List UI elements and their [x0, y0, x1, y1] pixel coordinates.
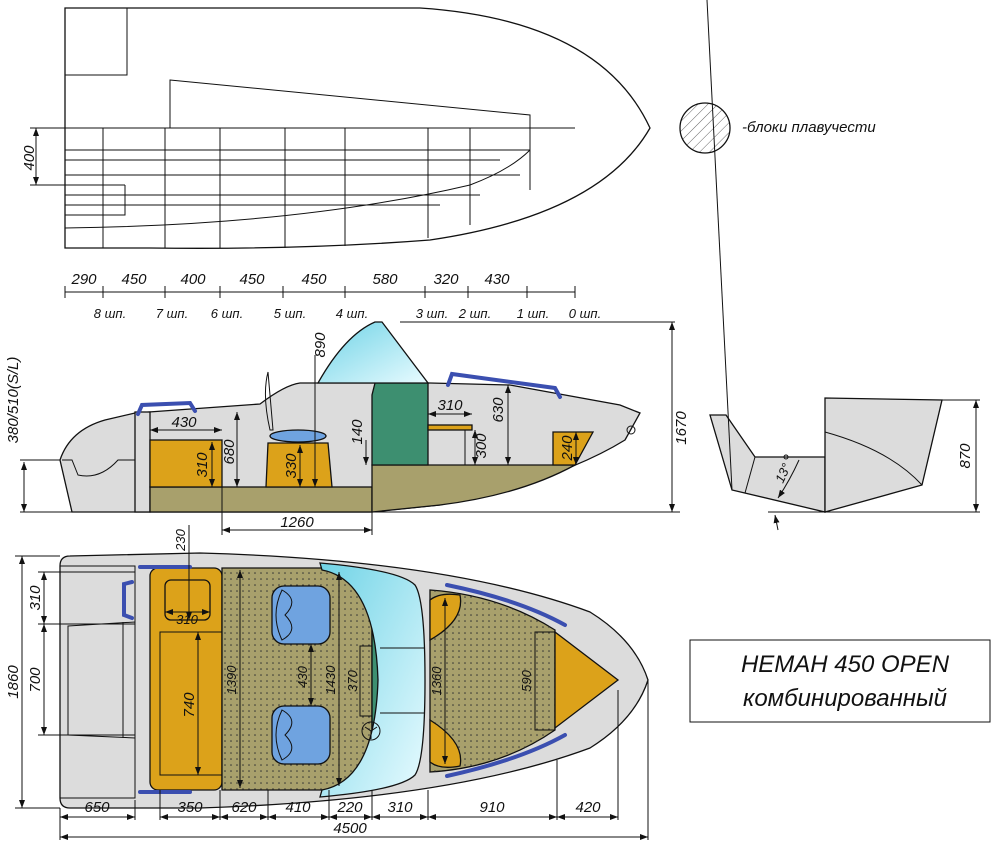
dim-table-height: 300	[473, 433, 490, 459]
spacing-label: 320	[433, 271, 459, 288]
frame-label: 5 шп.	[274, 306, 306, 321]
length-label: 220	[336, 799, 363, 816]
steering-wheel-icon	[361, 721, 381, 741]
spacing-label: 450	[301, 271, 327, 288]
seat-cushion	[269, 429, 327, 443]
frame-label: 8 шп.	[94, 306, 126, 321]
frame-grid	[30, 127, 575, 248]
hatched-circle-icon	[679, 102, 731, 154]
windshield-plan	[319, 562, 426, 798]
spacing-label: 430	[484, 271, 510, 288]
frame-label: 6 шп.	[211, 306, 243, 321]
frame-label: 2 шп.	[458, 306, 491, 321]
windshield	[316, 321, 430, 384]
plan-view: 230 310 740 1390 430 1430 370 1360 590	[5, 525, 649, 840]
frame-label: 7 шп.	[156, 306, 188, 321]
buoyancy-block-stern	[64, 7, 128, 76]
frame-label: 0 шп.	[569, 306, 601, 321]
dim-windshield-height: 890	[312, 332, 329, 358]
length-label: 410	[285, 799, 311, 816]
length-label: 620	[231, 799, 257, 816]
dim-stern-bench-height: 310	[194, 452, 211, 478]
bow-rail	[446, 371, 562, 399]
stern-platform-bottom	[59, 734, 136, 799]
title-block: НЕМАН 450 OPEN комбинированный	[689, 639, 991, 723]
dim-stern-seat-height: 680	[221, 439, 238, 465]
frame-label: 4 шп.	[336, 306, 368, 321]
length-label: 350	[177, 799, 203, 816]
frame-label: 1 шп.	[517, 306, 549, 321]
dim-console-width: 370	[345, 669, 360, 691]
length-label: 310	[387, 799, 413, 816]
bow-floor	[371, 464, 576, 513]
dim-seat-base-height: 330	[283, 453, 300, 479]
dim-bench-length: 740	[181, 692, 198, 718]
legend-label: -блоки плавучести	[742, 119, 876, 136]
helm-seat-bottom	[271, 705, 331, 765]
length-label: 420	[575, 799, 601, 816]
title-subtitle: комбинированный	[743, 685, 947, 712]
stern-bench	[149, 439, 223, 488]
spacing-label: 580	[372, 271, 398, 288]
dim-bow-box-height: 240	[559, 435, 576, 462]
dim-table-width: 310	[437, 397, 463, 414]
helm-seat-top	[271, 585, 331, 645]
stern-grab-rail	[122, 580, 134, 620]
dim-box-offset: 230	[173, 528, 188, 551]
spacing-label: 290	[70, 271, 97, 288]
dim-cockpit-width: 1390	[224, 665, 239, 695]
frame-label: 3 шп.	[416, 306, 448, 321]
table	[427, 424, 473, 431]
dim-total-height: 1670	[673, 411, 690, 445]
dim-stern-middle: 700	[27, 667, 44, 693]
dim-seat-spacing: 430	[295, 665, 310, 687]
stern-rail	[136, 400, 197, 416]
dim-stern-bench-length: 430	[171, 414, 197, 431]
profile-view: 400	[21, 7, 651, 249]
legend: -блоки плавучести	[679, 102, 876, 154]
dim-deck-width: 1430	[323, 665, 338, 695]
profile-height-dim: 400	[21, 145, 38, 171]
spacing-label: 400	[180, 271, 206, 288]
dim-transom-height: 380/510(S/L)	[5, 357, 22, 444]
spacing-label: 450	[121, 271, 147, 288]
deck-floor	[149, 486, 373, 513]
dim-bow-seat-height: 630	[490, 397, 507, 423]
length-label: 650	[84, 799, 110, 816]
side-view: 890 380/510(S/L) 430 310 680 330 140 310…	[5, 321, 690, 535]
frame-spacing-dims: 290 450 400 450 450 580 320 430 8 шп. 7 …	[64, 271, 601, 321]
dim-section-height: 870	[957, 443, 974, 469]
title-model: НЕМАН 450 OPEN	[741, 651, 950, 678]
spacing-label: 450	[239, 271, 265, 288]
dim-cockpit-length: 1260	[280, 514, 314, 531]
dim-beam: 1860	[5, 665, 22, 699]
console	[371, 382, 429, 466]
dim-bow-deck-width: 1360	[429, 666, 444, 696]
dim-box-width: 310	[176, 612, 198, 627]
dim-total-length: 4500	[333, 820, 367, 837]
length-label: 910	[479, 799, 505, 816]
dim-stern-upper: 310	[27, 585, 44, 611]
section-view: 13° 870	[706, 0, 980, 531]
dim-bow-hatch: 590	[519, 669, 534, 691]
seat-back	[264, 371, 274, 431]
dim-floor-step: 140	[349, 419, 366, 445]
